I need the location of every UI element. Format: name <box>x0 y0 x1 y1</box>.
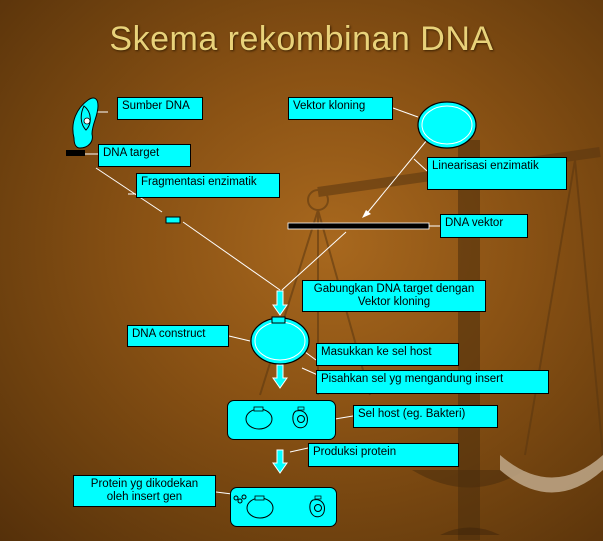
label-protein-line1: Protein yg dikodekan <box>90 478 199 490</box>
slide-title: Skema rekombinan DNA <box>109 20 494 58</box>
recombinant-cell-icon <box>309 499 325 518</box>
insert-fragment-icon <box>271 316 286 324</box>
recombinant-cell-icon <box>292 410 308 429</box>
label-dna-vektor: DNA vektor <box>440 214 528 238</box>
label-pisahkan: Pisahkan sel yg mengandung insert <box>316 370 549 394</box>
down-arrow-icon <box>272 290 288 474</box>
label-sumber-dna: Sumber DNA <box>117 97 203 120</box>
label-gabungkan-line2: Vektor kloning <box>357 296 431 308</box>
source-cell-icon <box>72 97 99 149</box>
connector-line <box>367 139 428 213</box>
connector-line <box>304 351 317 361</box>
label-sel-host: Sel host (eg. Bakteri) <box>353 405 498 428</box>
label-dna-target: DNA target <box>98 144 191 167</box>
host-cells-box <box>227 400 336 440</box>
connector-line <box>413 158 428 172</box>
label-linearisasi: Linearisasi enzimatik <box>427 157 567 190</box>
connector-line <box>182 221 281 291</box>
dna-target-bar <box>66 150 85 156</box>
connector-line <box>95 167 163 213</box>
connector-line <box>281 231 347 291</box>
arrowhead-icon <box>362 210 371 218</box>
label-produksi: Produksi protein <box>308 443 459 467</box>
dna-fragment-icon <box>165 216 181 224</box>
dna-vector-bar <box>287 222 430 230</box>
protein-cells-box <box>230 487 337 527</box>
connector-line <box>228 335 251 342</box>
label-masukkan: Masukkan ke sel host <box>316 343 459 366</box>
label-fragmentasi: Fragmentasi enzimatik <box>136 173 280 198</box>
label-gabungkan: Gabungkan DNA target dengan Vektor kloni… <box>302 280 486 312</box>
label-vektor-kloning: Vektor kloning <box>288 97 393 120</box>
connector-line <box>289 447 309 453</box>
label-protein: Protein yg dikodekan oleh insert gen <box>73 475 216 507</box>
host-cell-icon <box>246 497 274 519</box>
host-cell-icon <box>245 408 273 430</box>
connector-line <box>215 491 233 495</box>
label-dna-construct: DNA construct <box>127 325 229 347</box>
vector-plasmid-icon <box>417 101 477 149</box>
dna-construct-icon <box>250 317 310 365</box>
label-gabungkan-line1: Gabungkan DNA target dengan <box>313 283 475 295</box>
connector-line <box>334 415 354 420</box>
connector-line <box>392 107 419 118</box>
label-protein-line2: oleh insert gen <box>106 491 183 503</box>
